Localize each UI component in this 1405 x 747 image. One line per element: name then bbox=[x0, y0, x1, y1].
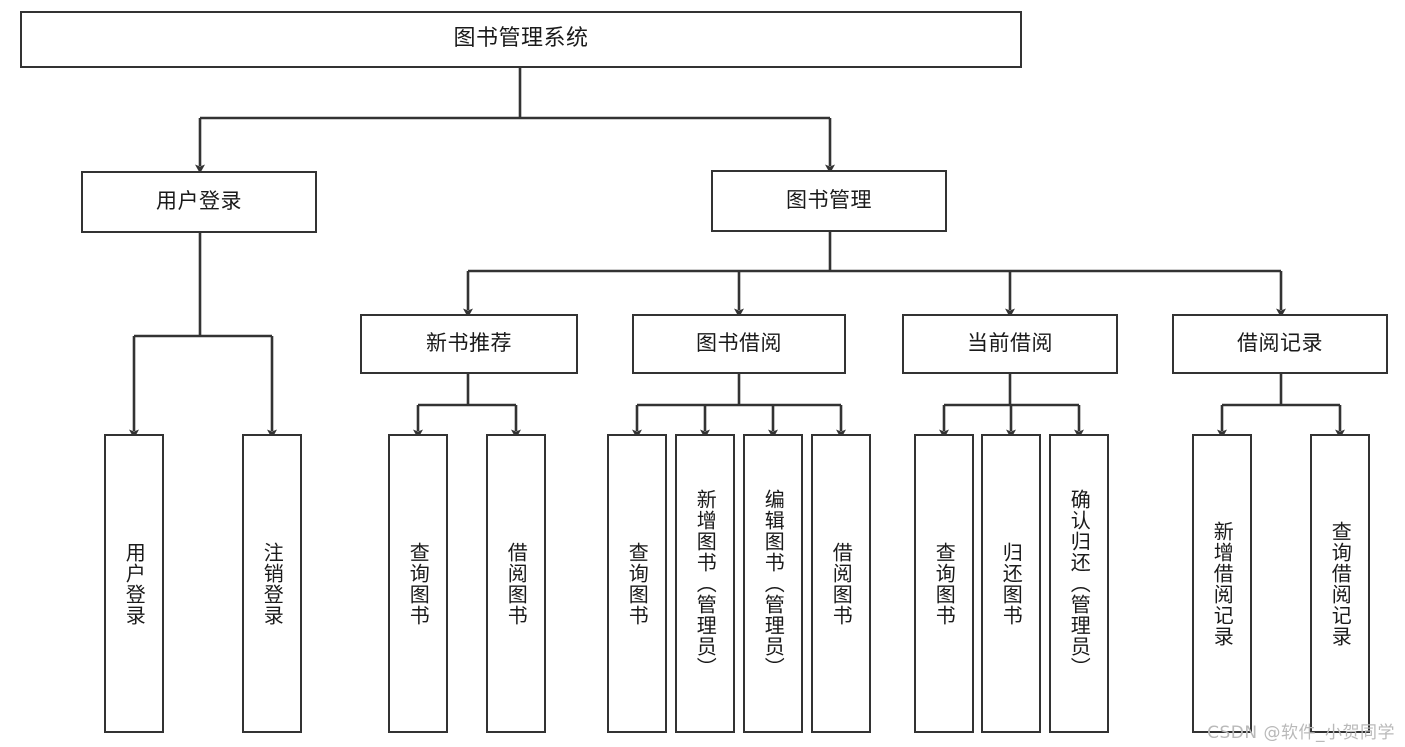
node-leaf-current-borrow-1[interactable]: 归还图书 bbox=[981, 434, 1041, 733]
node-leaf-new-book-1[interactable]: 借阅图书 bbox=[486, 434, 546, 733]
node-user-login-label: 用户登录 bbox=[156, 189, 242, 214]
node-root-system-label: 图书管理系统 bbox=[453, 26, 589, 52]
node-leaf-current-borrow-0-label: 查询图书 bbox=[932, 541, 957, 626]
node-leaf-book-borrow-0-label: 查询图书 bbox=[625, 541, 650, 626]
node-leaf-current-borrow-2[interactable]: 确认归还（管理员） bbox=[1049, 434, 1109, 733]
node-book-manage[interactable]: 图书管理 bbox=[711, 170, 947, 232]
node-new-book-recommend-label: 新书推荐 bbox=[426, 331, 512, 356]
node-leaf-user-login-1-label: 注销登录 bbox=[260, 541, 285, 626]
node-root-system[interactable]: 图书管理系统 bbox=[20, 11, 1022, 68]
node-book-manage-label: 图书管理 bbox=[786, 188, 872, 213]
node-borrow-record-label: 借阅记录 bbox=[1237, 331, 1323, 356]
node-leaf-borrow-record-0[interactable]: 新增借阅记录 bbox=[1192, 434, 1252, 733]
node-leaf-book-borrow-2[interactable]: 编辑图书（管理员） bbox=[743, 434, 803, 733]
node-leaf-new-book-1-label: 借阅图书 bbox=[504, 541, 529, 626]
node-new-book-recommend[interactable]: 新书推荐 bbox=[360, 314, 578, 374]
csdn-watermark: CSDN @软件_小贺同学 bbox=[1207, 723, 1395, 743]
node-borrow-record[interactable]: 借阅记录 bbox=[1172, 314, 1388, 374]
node-leaf-borrow-record-1-label: 查询借阅记录 bbox=[1328, 520, 1353, 647]
node-leaf-book-borrow-3-label: 借阅图书 bbox=[829, 541, 854, 626]
node-leaf-current-borrow-0[interactable]: 查询图书 bbox=[914, 434, 974, 733]
node-leaf-book-borrow-0[interactable]: 查询图书 bbox=[607, 434, 667, 733]
node-leaf-current-borrow-1-label: 归还图书 bbox=[999, 541, 1024, 626]
node-book-borrow[interactable]: 图书借阅 bbox=[632, 314, 846, 374]
node-leaf-new-book-0-label: 查询图书 bbox=[406, 541, 431, 626]
node-current-borrow-label: 当前借阅 bbox=[967, 331, 1053, 356]
node-leaf-user-login-1[interactable]: 注销登录 bbox=[242, 434, 302, 733]
node-leaf-book-borrow-3[interactable]: 借阅图书 bbox=[811, 434, 871, 733]
node-leaf-book-borrow-1[interactable]: 新增图书（管理员） bbox=[675, 434, 735, 733]
node-leaf-new-book-0[interactable]: 查询图书 bbox=[388, 434, 448, 733]
node-user-login[interactable]: 用户登录 bbox=[81, 171, 317, 233]
node-leaf-user-login-0-label: 用户登录 bbox=[122, 541, 147, 626]
node-leaf-borrow-record-1[interactable]: 查询借阅记录 bbox=[1310, 434, 1370, 733]
node-leaf-borrow-record-0-label: 新增借阅记录 bbox=[1210, 520, 1235, 647]
node-leaf-book-borrow-2-label: 编辑图书（管理员） bbox=[761, 489, 786, 678]
node-leaf-user-login-0[interactable]: 用户登录 bbox=[104, 434, 164, 733]
node-current-borrow[interactable]: 当前借阅 bbox=[902, 314, 1118, 374]
node-leaf-current-borrow-2-label: 确认归还（管理员） bbox=[1067, 489, 1092, 678]
node-book-borrow-label: 图书借阅 bbox=[696, 331, 782, 356]
node-leaf-book-borrow-1-label: 新增图书（管理员） bbox=[693, 489, 718, 678]
